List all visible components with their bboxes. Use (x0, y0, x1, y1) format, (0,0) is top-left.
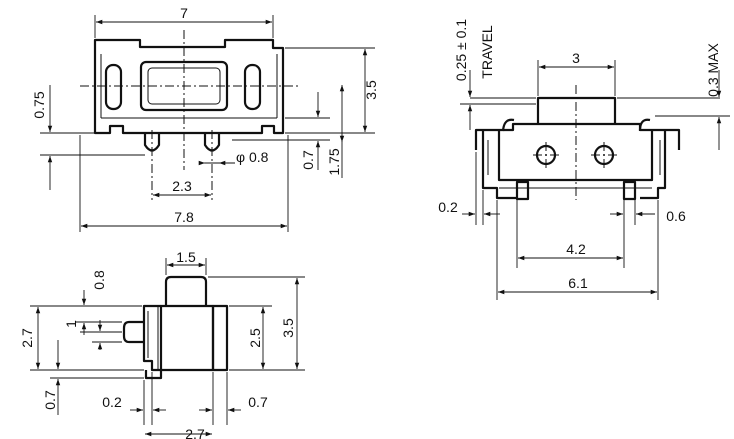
side-view: 3 0.25 ± 0.1 TRAVEL 0.3 MAX 0.2 0.6 4.2 (438, 19, 730, 300)
dim-overall-width: 6.1 (568, 275, 588, 291)
end-left-step (142, 304, 161, 372)
end-side-plate (211, 304, 229, 372)
dim-actuator-width: 3 (572, 50, 580, 66)
dim-left-offset: 0.75 (31, 91, 47, 118)
dim-left-gap: 0.2 (438, 199, 458, 215)
dim-pin-offset: 0.7 (300, 150, 316, 170)
dim-end-base-width: 2.7 (185, 426, 205, 439)
dim-top-width: 7 (180, 5, 188, 21)
dim-end-left-height: 2.7 (19, 328, 35, 348)
dim-max-height: 0.3 MAX (705, 43, 721, 97)
end-actuator (164, 275, 208, 306)
end-body (159, 304, 215, 372)
hook-right (638, 118, 651, 132)
dim-pin-pitch: 2.3 (172, 178, 192, 194)
end-button (122, 320, 144, 344)
dim-end-total-height: 3.5 (280, 318, 296, 338)
side-body (481, 130, 667, 200)
end-lead (144, 370, 163, 380)
dim-end-button-height: 0.8 (91, 270, 107, 290)
top-view-body (93, 38, 285, 135)
left-slot (104, 63, 123, 111)
end-view: 1.5 3.5 2.5 2.7 0.8 1 0.7 (19, 249, 305, 439)
side-top-plate (474, 122, 681, 150)
pad-left (515, 180, 530, 201)
right-slot (243, 63, 262, 111)
dim-end-gap-right: 0.7 (248, 394, 268, 410)
dim-total-width: 7.8 (174, 209, 194, 225)
dim-right-gap: 0.6 (666, 208, 686, 224)
end-left-inner (147, 306, 159, 370)
pad-right (622, 180, 637, 201)
dim-end-gap-left: 0.2 (102, 394, 122, 410)
dim-total-height: 1.75 (326, 148, 342, 175)
dim-end-bottom-left: 0.7 (42, 390, 58, 410)
dim-end-body-height: 2.5 (247, 328, 263, 348)
dim-end-button-pos: 1 (63, 320, 79, 328)
dim-end-actuator-width: 1.5 (176, 249, 196, 265)
dim-travel-label: TRAVEL (479, 25, 495, 79)
dim-travel-value: 0.25 ± 0.1 (453, 19, 469, 81)
dim-pad-pitch: 4.2 (566, 241, 586, 257)
top-view: 7 3.5 0.75 0.7 1.75 φ 0.8 2.3 (31, 5, 379, 232)
dim-body-height: 3.5 (363, 80, 379, 100)
hook-left (501, 118, 515, 132)
dim-pin-diameter: φ 0.8 (236, 149, 269, 165)
